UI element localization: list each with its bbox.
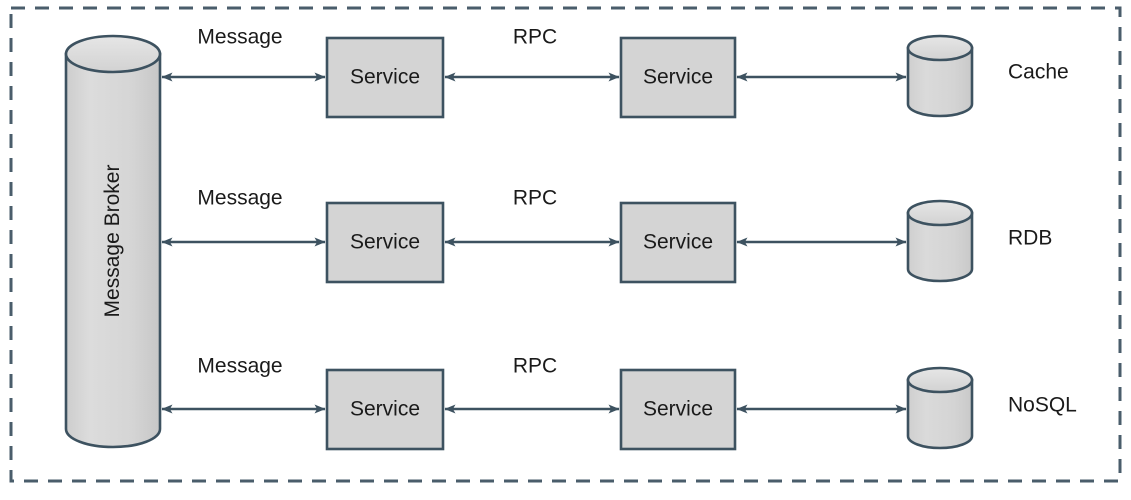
store-cylinder-3[interactable] (906, 366, 974, 450)
service-a-label-3: Service (349, 397, 421, 421)
edge-label-rpc-3: RPC (512, 354, 558, 378)
edge-label-rpc-1: RPC (512, 25, 558, 49)
service-a-label-1: Service (349, 65, 421, 89)
message-broker-label: Message Broker (101, 164, 124, 318)
service-box-a-2[interactable] (325, 201, 445, 284)
service-box-b-1[interactable] (619, 36, 737, 119)
service-box-b-2[interactable] (619, 201, 737, 284)
store-label-cache: Cache (1008, 60, 1069, 84)
message-broker-shape[interactable] (64, 34, 162, 449)
store-cylinder-2[interactable] (906, 199, 974, 283)
edge-label-rpc-2: RPC (512, 186, 558, 210)
store-label-nosql: NoSQL (1008, 393, 1077, 417)
service-box-b-3[interactable] (619, 368, 737, 451)
boundary-box (9, 6, 1122, 483)
store-cylinder-1[interactable] (906, 34, 974, 118)
service-b-label-1: Service (642, 65, 714, 89)
service-b-label-2: Service (642, 230, 714, 254)
store-label-rdb: RDB (1008, 226, 1053, 250)
edge-label-message-2: Message (197, 186, 283, 210)
service-box-a-1[interactable] (325, 36, 445, 119)
service-box-a-3[interactable] (325, 368, 445, 451)
service-a-label-2: Service (349, 230, 421, 254)
service-b-label-3: Service (642, 397, 714, 421)
edge-label-message-1: Message (197, 25, 283, 49)
edge-label-message-3: Message (197, 354, 283, 378)
